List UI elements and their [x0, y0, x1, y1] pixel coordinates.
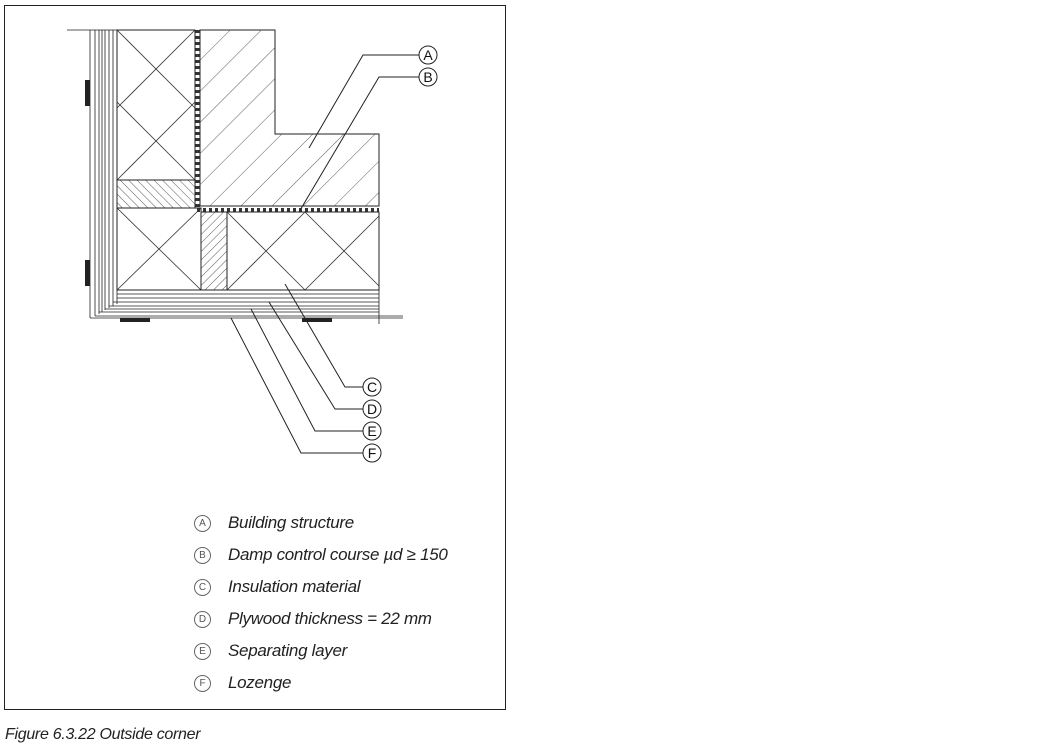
figure-frame: A B C D E F [4, 5, 506, 710]
legend-item: B Damp control course µd ≥ 150 [194, 539, 448, 571]
damp-control-course [195, 30, 379, 212]
legend-letter: D [194, 610, 211, 628]
svg-text:D: D [367, 401, 377, 417]
callout-E: E [362, 421, 382, 441]
legend-letter: E [194, 642, 211, 660]
svg-text:C: C [367, 379, 377, 395]
figure-caption: Figure 6.3.22 Outside corner [5, 726, 201, 743]
insulation-vertical [116, 29, 202, 291]
legend-label: Separating layer [228, 641, 347, 660]
legend-label: Building structure [228, 513, 354, 532]
svg-text:F: F [368, 445, 377, 461]
legend-item: E Separating layer [194, 635, 448, 667]
legend-item: D Plywood thickness = 22 mm [194, 603, 448, 635]
legend-label: Damp control course µd ≥ 150 [228, 545, 448, 564]
legend-item: F Lozenge [194, 667, 448, 699]
legend-letter: F [194, 674, 211, 692]
legend-letter: A [194, 514, 211, 532]
callout-C: C [362, 377, 382, 397]
legend-label: Plywood thickness = 22 mm [228, 609, 432, 628]
leader-lines [230, 54, 419, 454]
svg-text:E: E [367, 423, 376, 439]
timber-post [200, 211, 228, 291]
callout-A: A [418, 45, 438, 65]
construction-detail-drawing: A B C D E F [67, 29, 438, 463]
legend-letter: C [194, 578, 211, 596]
legend-item: A Building structure [194, 507, 448, 539]
legend-label: Insulation material [228, 577, 361, 596]
legend-label: Lozenge [228, 673, 292, 692]
callout-B: B [418, 67, 438, 87]
building-structure [199, 29, 380, 207]
insulation-horizontal [226, 211, 380, 291]
clips [85, 80, 332, 322]
legend-item: C Insulation material [194, 571, 448, 603]
svg-text:A: A [423, 47, 433, 63]
svg-text:B: B [423, 69, 432, 85]
callout-F: F [362, 443, 382, 463]
callout-D: D [362, 399, 382, 419]
legend-letter: B [194, 546, 211, 564]
legend: A Building structure B Damp control cour… [194, 507, 448, 699]
